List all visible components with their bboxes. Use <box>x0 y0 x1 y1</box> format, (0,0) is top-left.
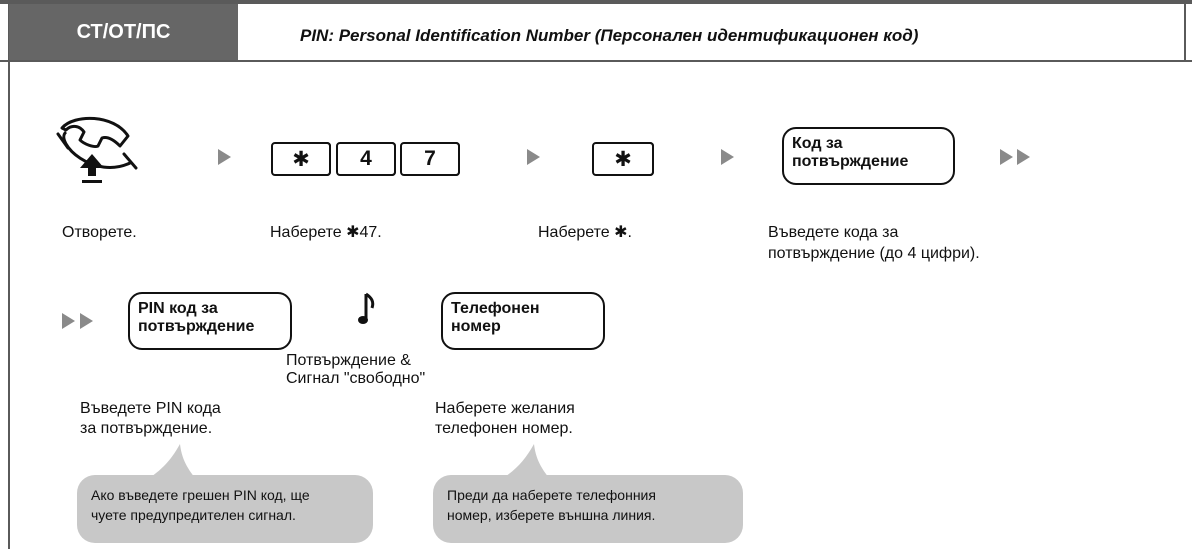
frame-left-border <box>8 0 10 549</box>
handset-off-hook-icon <box>56 116 138 183</box>
phone-number-box: Телефонен номер <box>441 292 605 350</box>
step-arrow-3 <box>721 149 734 165</box>
caption-dial-number-line1: Наберете желания <box>435 400 575 417</box>
caption-enter-pin-line1: Въведете PIN кода <box>80 400 221 417</box>
key-star: ✱ <box>271 142 331 176</box>
caption-enter-code-line1: Въведете кода за <box>768 224 899 241</box>
step-arrow-4a <box>1000 149 1013 165</box>
caption-enter-pin-line2: за потвърждение. <box>80 420 213 437</box>
caption-dial-number-line2: телефонен номер. <box>435 420 573 437</box>
step-arrow-5b <box>80 313 93 329</box>
pin-code-box: PIN код за потвърждение <box>128 292 292 350</box>
caption-tone-line2: Сигнал "свободно" <box>286 370 426 387</box>
caption-enter-code-line2: потвърждение (до 4 цифри). <box>768 245 980 262</box>
note-outside-line-line1: Преди да наберете телефонния <box>447 487 656 503</box>
note-wrong-pin-line2: чуете предупредителен сигнал. <box>91 507 296 523</box>
note-wrong-pin-line1: Ако въведете грешен PIN код, ще <box>91 487 310 503</box>
page-title: PIN: Personal Identification Number (Пер… <box>300 26 919 45</box>
key-7: 7 <box>400 142 460 176</box>
caption-dial-star: Наберете ✱. <box>538 224 632 241</box>
caption-dial-47: Наберете ✱47. <box>270 224 382 241</box>
header-divider <box>0 60 1192 62</box>
note-bubble-tail-right <box>494 444 554 484</box>
key-star-confirm: ✱ <box>592 142 654 176</box>
music-note-icon <box>358 292 375 324</box>
note-wrong-pin: Ако въведете грешен PIN код, ще чуете пр… <box>77 475 373 543</box>
verification-code-box: Код за потвърждение <box>782 127 955 185</box>
note-bubble-tail-left <box>140 444 200 484</box>
step-arrow-1 <box>218 149 231 165</box>
key-4: 4 <box>336 142 396 176</box>
step-arrow-2 <box>527 149 540 165</box>
frame-right-border <box>1184 0 1186 62</box>
note-outside-line-line2: номер, изберете външна линия. <box>447 507 656 523</box>
step-arrow-4b <box>1017 149 1030 165</box>
frame-top-border <box>0 0 1192 4</box>
step-arrow-5a <box>62 313 75 329</box>
note-outside-line: Преди да наберете телефонния номер, избе… <box>433 475 743 543</box>
extension-type-tag: СТ/ОТ/ПС <box>9 4 238 60</box>
caption-tone-line1: Потвърждение & <box>286 352 411 369</box>
caption-open: Отворете. <box>62 224 137 241</box>
